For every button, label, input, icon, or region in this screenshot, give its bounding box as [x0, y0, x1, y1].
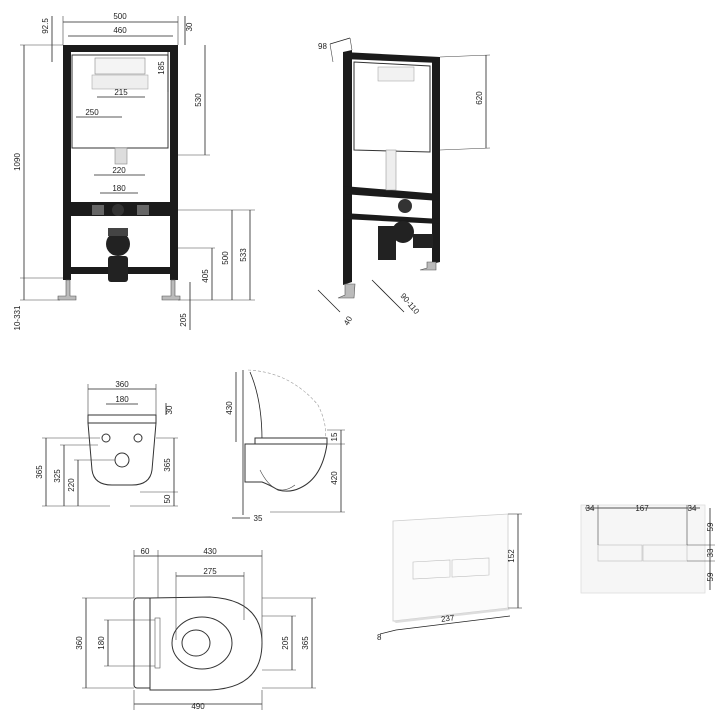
frame3d-left-upright: [343, 50, 352, 285]
frame3d-cistern: [353, 61, 431, 153]
dim-floor-pipe: 405: [201, 269, 210, 283]
dim-frame-height: 1090: [13, 153, 22, 171]
dim-side-seat-offset: 15: [330, 432, 339, 441]
dim-top-total-490: 490: [191, 702, 205, 711]
toilet-top-opening: [181, 629, 211, 657]
dim-front-bottom: 59: [706, 572, 715, 581]
cistern-button-opening: [94, 57, 146, 75]
dim-top-length-430: 430: [203, 547, 217, 556]
dim3d-depth-top: 98: [318, 42, 327, 51]
dim-toilet-hole-spacing: 180: [115, 395, 129, 404]
dim-toilet-bottom: 50: [163, 494, 172, 503]
dim-cistern-width: 250: [85, 108, 99, 117]
dim-total-pipe: 533: [239, 248, 248, 262]
dim-plate-depth: 8: [377, 633, 382, 642]
flush-pipe: [114, 147, 128, 165]
flush-plate-3d: 152 237 8: [377, 513, 522, 642]
toilet-side-lid: [249, 371, 263, 441]
dim-front-middle: 167: [635, 504, 649, 513]
drain-outlet: [108, 256, 128, 282]
toilet-side-bowl: [244, 443, 328, 492]
dim-front-top: 59: [706, 522, 715, 531]
dim-top-right-205: 205: [281, 636, 290, 650]
dim-top-inner-275: 275: [203, 567, 217, 576]
dim-side-base: 35: [254, 514, 263, 523]
dim-toilet-height-220: 220: [67, 478, 76, 492]
dim-front-gap: 33: [706, 548, 715, 557]
dim3d-leg-depth: 40: [342, 314, 355, 327]
installation-frame-3d-view: 98 620 40 90-110: [317, 37, 491, 327]
drain-elbow: [106, 232, 130, 256]
dim-leg-adjust: 10-331: [13, 305, 22, 330]
dim-toilet-width: 360: [115, 380, 129, 389]
dim3d-leg-range: 90-110: [398, 292, 421, 317]
water-valve-icon: [112, 204, 124, 216]
dim-side-lid-height: 430: [225, 401, 234, 415]
dim-toilet-height-total: 365: [35, 465, 44, 479]
dim-cistern-top: 185: [157, 61, 166, 75]
dim3d-cistern-height: 620: [475, 91, 484, 105]
dim-cistern-height: 530: [194, 93, 203, 107]
dim-total-width: 500: [113, 12, 127, 21]
frame-foot-right: [161, 279, 181, 301]
dim-top-hole-180: 180: [97, 636, 106, 650]
toilet-side-view: 430 15 420 35: [225, 369, 345, 523]
frame3d-right-upright: [432, 57, 440, 264]
stud-left: [92, 205, 104, 215]
frame-left-upright: [63, 45, 71, 280]
dim-top-offset: 30: [185, 22, 194, 31]
toilet-front-drain: [114, 452, 130, 468]
dim-toilet-top-thickness: 30: [165, 405, 174, 414]
dim-plate-width: 237: [441, 613, 456, 624]
installation-frame-front-view: 500 460 30 92.5 1090 530 185 215 250 220…: [13, 12, 255, 330]
toilet-front-view: 360 180 30 365 325 220 365 50: [35, 380, 178, 507]
stud-right: [137, 205, 149, 215]
dim-front-right: 34: [688, 504, 697, 513]
dim-inner-width: 460: [113, 26, 127, 35]
flush-button-right: [451, 557, 490, 578]
dim-plate-height: 152: [507, 549, 516, 563]
frame3d-top-bar: [343, 52, 440, 63]
dim-top-right-365: 365: [301, 636, 310, 650]
dim-top-left-360: 360: [75, 636, 84, 650]
toilet-top-view: 60 430 275 360 180 205 365 490: [75, 547, 316, 711]
frame-right-upright: [170, 45, 178, 280]
frame-foot-left: [57, 279, 77, 301]
flush-plate-face: [392, 513, 509, 622]
flush-plate-front: 34 167 34 59 33 59: [580, 504, 715, 594]
toilet-front-seat: [87, 414, 157, 424]
dim-pipe-height: 500: [221, 251, 230, 265]
dim-front-left: 34: [586, 504, 595, 513]
frame-top-bar: [63, 45, 178, 52]
dim-toilet-height-right: 365: [163, 458, 172, 472]
dim-floor-offset: 205: [179, 313, 188, 327]
flush-button-left: [412, 559, 451, 580]
dim-side-height: 420: [330, 471, 339, 485]
dim-studs-width: 220: [112, 166, 126, 175]
dim-top-back: 60: [141, 547, 150, 556]
dim-button-width: 215: [114, 88, 128, 97]
dim-toilet-height-325: 325: [53, 469, 62, 483]
dim-left-offset: 92.5: [41, 18, 50, 34]
dim-studs-inner: 180: [112, 184, 126, 193]
toilet-side-seat: [254, 437, 328, 445]
frame3d-drain-elbow: [392, 221, 414, 243]
